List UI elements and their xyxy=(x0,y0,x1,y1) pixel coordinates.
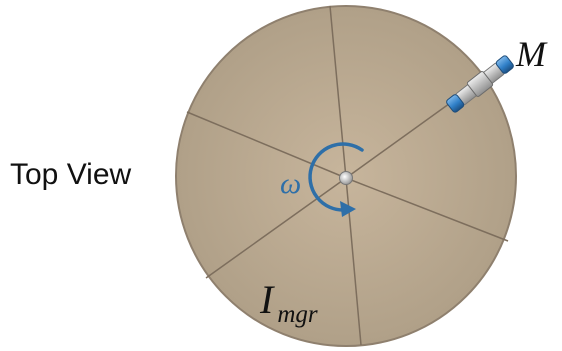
spoke-lower-left xyxy=(205,177,347,279)
view-label: Top View xyxy=(10,158,132,191)
spoke-lower-right xyxy=(345,177,509,242)
inertia-label: I mgr xyxy=(259,277,318,328)
spoke-top xyxy=(329,5,347,179)
hub xyxy=(339,171,353,185)
counterclockwise-arrow-icon xyxy=(308,142,364,217)
omega-label: ω xyxy=(280,167,301,200)
cylindrical-mass-icon xyxy=(446,55,514,113)
spoke-upper-left xyxy=(186,111,347,179)
inertia-symbol: I xyxy=(259,277,275,322)
inertia-subscript: mgr xyxy=(277,301,318,328)
mass-label: M xyxy=(515,34,548,74)
